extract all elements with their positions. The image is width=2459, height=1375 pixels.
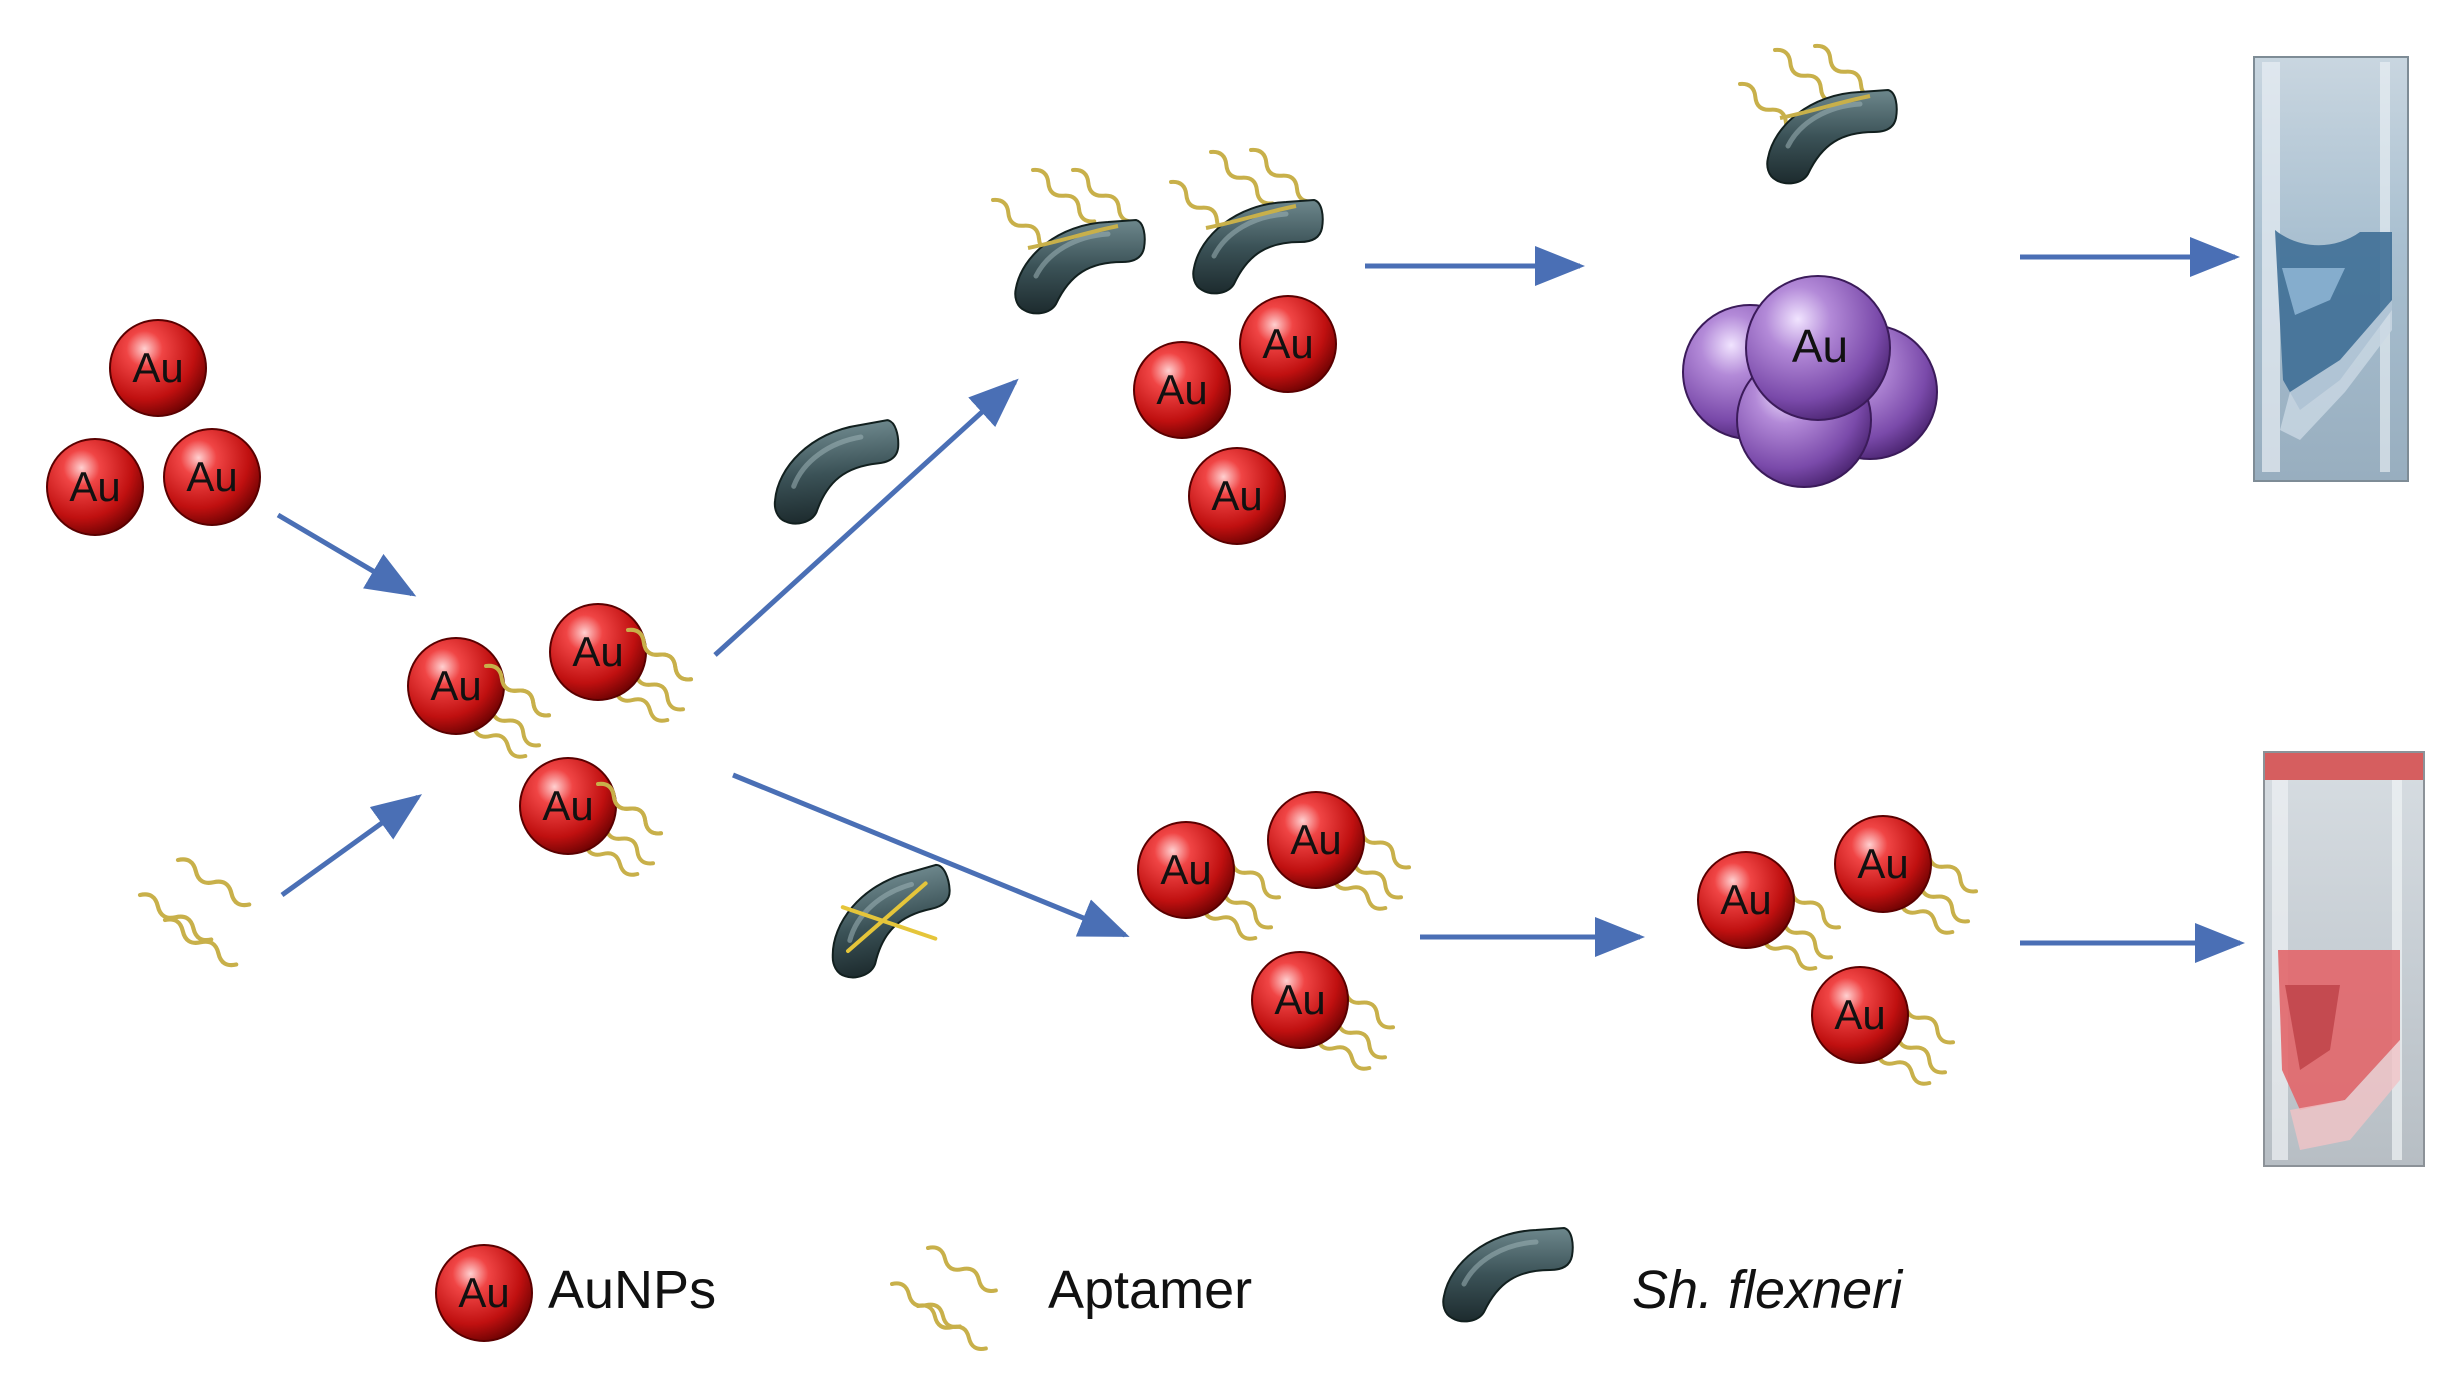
au-label: Au [1160, 846, 1211, 893]
aunp-icon: Au [1239, 295, 1337, 393]
legend-bacteria-label: Sh. flexneri [1632, 1260, 1904, 1320]
conjugated-aunp-icon: Au [519, 757, 667, 881]
aggregated-aunps-icon: Au [1682, 275, 1938, 488]
arrow-to-nontarget-branch [732, 772, 1130, 938]
legend-aptamer-icon [887, 1241, 1001, 1355]
bacteria-aptamer-complex-icon [1165, 144, 1323, 293]
stable-conjugates-group-2: Au Au Au [1697, 815, 1982, 1090]
conjugated-aunp-icon: Au [549, 603, 697, 727]
aunp-aptamer-conjugates: Au Au Au [407, 603, 697, 881]
conjugated-aunp-icon: Au [407, 637, 555, 763]
au-label: Au [1720, 876, 1771, 923]
arrow-to-target-branch [713, 378, 1019, 657]
au-label: Au [1857, 840, 1908, 887]
legend-bacteria-icon [1443, 1228, 1572, 1321]
legend-aunp-icon: Au [435, 1244, 533, 1342]
legend-aptamer-label: Aptamer [1048, 1260, 1252, 1320]
arrow-aunps-to-conjugate [276, 512, 417, 597]
red-cuvette-icon [2263, 751, 2425, 1167]
conjugated-aunp-icon: Au [1251, 951, 1399, 1075]
conjugated-aunp-icon: Au [1267, 791, 1415, 915]
aunp-icon: Au [163, 428, 261, 526]
au-label: Au [1290, 816, 1341, 863]
conjugated-aunp-icon: Au [1697, 851, 1845, 975]
legend-aunps-label: AuNPs [548, 1260, 716, 1320]
free-aunps-group: Au Au Au [46, 319, 261, 536]
au-label: Au [572, 628, 623, 675]
released-aunps-group: Au Au Au [1133, 295, 1337, 545]
bacteria-icon [767, 419, 905, 525]
au-label: Au [542, 782, 593, 829]
bacteria-aptamer-complex-icon [1734, 40, 1897, 183]
au-label: Au [1834, 991, 1885, 1038]
au-label: Au [132, 344, 183, 391]
aunp-icon: Au [109, 319, 207, 417]
conjugated-aunp-icon: Au [1137, 821, 1285, 945]
au-label: Au [1211, 472, 1262, 519]
au-label: Au [1274, 976, 1325, 1023]
aunp-icon: Au [1188, 447, 1286, 545]
au-label: Au [1792, 320, 1848, 372]
au-label: Au [1262, 320, 1313, 367]
au-label: Au [69, 463, 120, 510]
au-label: Au [458, 1269, 509, 1316]
nontarget-bacteria-icon [818, 863, 964, 981]
stable-conjugates-group-1: Au Au Au [1137, 791, 1415, 1075]
aunp-icon: Au [1133, 341, 1231, 439]
aunp-icon: Au [46, 438, 144, 536]
conjugated-aunp-icon: Au [1811, 966, 1959, 1090]
legend: Au AuNPs Aptamer Sh. flexneri [435, 1228, 1904, 1355]
au-label: Au [430, 662, 481, 709]
au-label: Au [186, 453, 237, 500]
blue-cuvette-icon [2253, 56, 2409, 482]
bacteria-aptamer-complex-icon [987, 164, 1145, 313]
conjugated-aunp-icon: Au [1834, 815, 1982, 939]
free-aptamers-icon [137, 856, 252, 969]
au-label: Au [1156, 366, 1207, 413]
arrow-aptamer-to-conjugate [280, 794, 423, 898]
